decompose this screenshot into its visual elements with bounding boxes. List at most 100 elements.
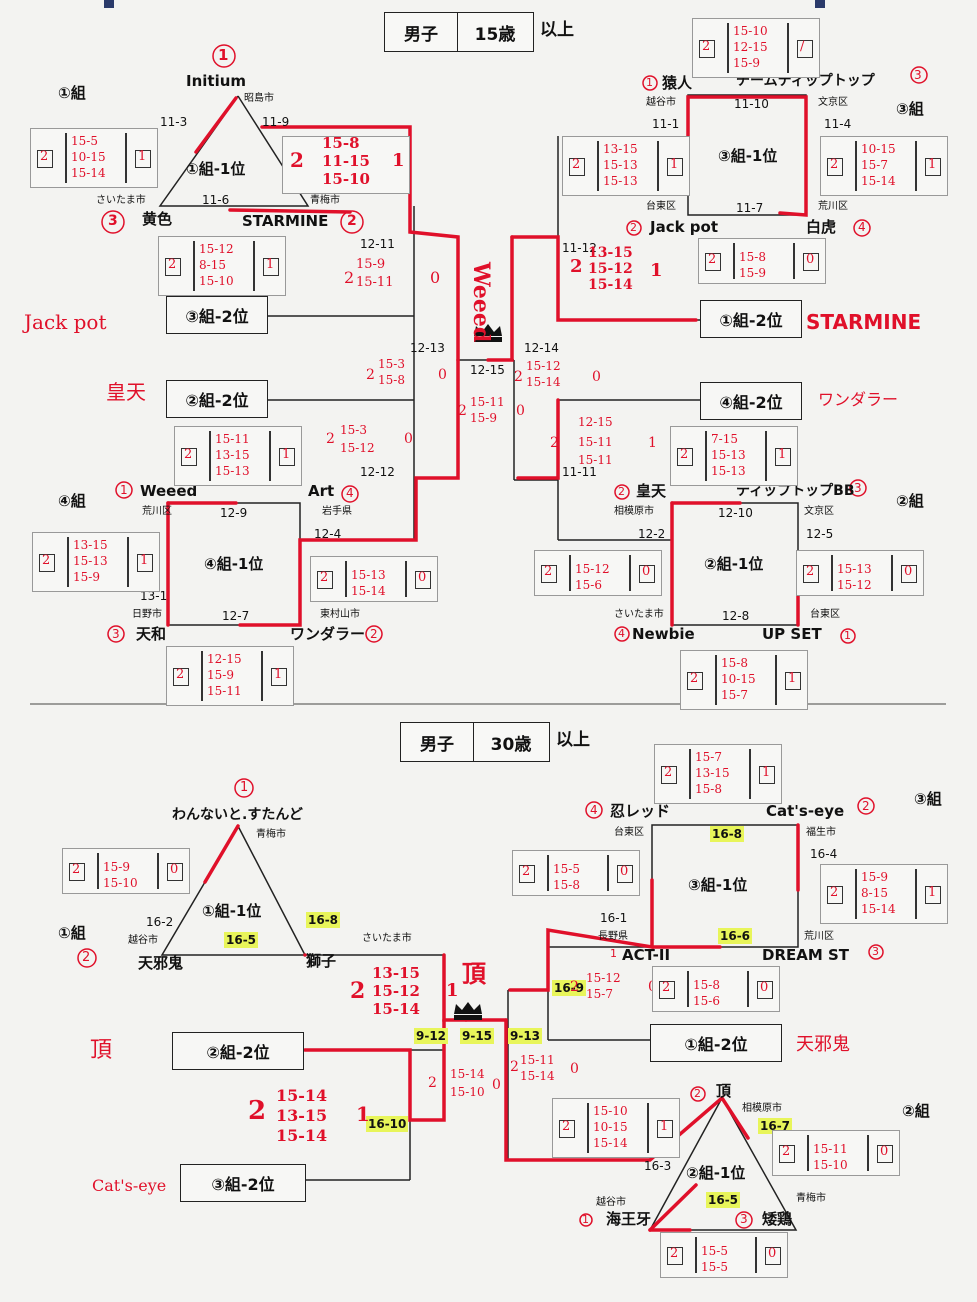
bottom-g2-team-a: 頂 bbox=[716, 1082, 732, 1100]
grid-score-cells bbox=[831, 555, 893, 591]
grid-row-value: 15-13 bbox=[73, 554, 108, 568]
grid-left-cell bbox=[317, 571, 333, 589]
top-slot-s4-note: ワンダラー bbox=[818, 390, 899, 409]
bottom-bracket-m1: 9-12 bbox=[414, 1028, 449, 1044]
bottom-g1-team-a: わんないと.すたんど bbox=[172, 807, 303, 823]
grid-row-value: 15-11 bbox=[215, 432, 250, 446]
bottom-winner: 頂 bbox=[462, 959, 486, 988]
bottom-g3-rank-b: 2 bbox=[862, 799, 870, 813]
grid-left-cell bbox=[667, 1247, 683, 1265]
top-g3-match-right: 11-4 bbox=[824, 117, 852, 131]
grid-row-value: 15-6 bbox=[693, 994, 720, 1008]
bottom-g2-match-ab: 16-3 bbox=[644, 1159, 672, 1173]
grid-right-cell bbox=[757, 981, 773, 999]
grid-row-value: 15-8 bbox=[721, 656, 748, 670]
grid-row-value: 15-9 bbox=[73, 570, 100, 584]
grid-row-value: 10-15 bbox=[721, 672, 756, 686]
bottom-g1-rank-b: 2 bbox=[82, 950, 91, 965]
grid-row-value: 15-13 bbox=[711, 464, 746, 478]
top-group-3-label: ③組 bbox=[896, 100, 924, 118]
grid-right-cell bbox=[925, 158, 941, 176]
top-group-2-label: ②組 bbox=[896, 492, 924, 510]
bottom-g1-city-b: 越谷市 bbox=[128, 935, 158, 946]
bottom-header-age: 30歳 bbox=[490, 734, 532, 755]
top-g4-rank-b: 4 bbox=[346, 486, 354, 500]
grid-right-value: 1 bbox=[928, 157, 937, 172]
bottom-g3-match-left: 16-1 bbox=[600, 911, 628, 925]
grid-row-value: 10-15 bbox=[861, 142, 896, 156]
top-g1-box-label: ①組-1位 bbox=[186, 160, 246, 178]
bottom-g2-city-a: 相模原市 bbox=[742, 1103, 782, 1114]
grid-row-value: 15-14 bbox=[861, 902, 896, 916]
top-g1-team-b: 黄色 bbox=[142, 210, 173, 228]
top-g3-team-a: 猿人 bbox=[662, 74, 693, 92]
top-g2-city-b: 文京区 bbox=[804, 506, 834, 517]
grid-row-value: 15-7 bbox=[861, 158, 888, 172]
top-g4-rank-a: 1 bbox=[120, 483, 128, 497]
bottom-slot-s2-note: Cat's-eye bbox=[92, 1176, 167, 1195]
grid-row-value: 15-8 bbox=[693, 978, 720, 992]
bottom-g2-match-bc: 16-5 bbox=[706, 1192, 741, 1208]
bottom-slot-s2: ③組-2位 bbox=[180, 1164, 306, 1202]
bottom-g3-rank-c: 1 bbox=[610, 947, 617, 960]
grid-right-value: 1 bbox=[282, 447, 291, 462]
bottom-g3-box-label: ③組-1位 bbox=[688, 876, 748, 894]
top-g4-city-c: 日野市 bbox=[132, 609, 162, 620]
grid-score-cells bbox=[209, 431, 271, 481]
grid-left-cell bbox=[687, 672, 703, 690]
grid-score-cells bbox=[67, 537, 129, 587]
grid-left-value: 2 bbox=[42, 553, 51, 568]
bottom-slot-s3: ①組-2位 bbox=[650, 1024, 782, 1062]
top-g3-city-a: 越谷市 bbox=[646, 97, 676, 108]
grid-left-value: 2 bbox=[662, 980, 671, 995]
grid-right-value: 0 bbox=[620, 864, 629, 879]
grid-left-value: 2 bbox=[572, 157, 581, 172]
top-g2-team-c: Newbie bbox=[632, 625, 695, 643]
grid-left-cell bbox=[699, 40, 715, 58]
grid-right-cell bbox=[137, 554, 153, 572]
grid-left-value: 2 bbox=[522, 864, 531, 879]
top-g3-city-d: 荒川区 bbox=[818, 201, 848, 212]
grid-left-value: 2 bbox=[544, 564, 553, 579]
bottom-g3-city-a: 台東区 bbox=[614, 827, 644, 838]
bottom-bracket-m3: 9-13 bbox=[508, 1028, 543, 1044]
grid-left-cell bbox=[541, 565, 557, 583]
grid-right-cell bbox=[657, 1120, 673, 1138]
top-g4-city-a: 荒川区 bbox=[142, 506, 172, 517]
grid-right-value: 1 bbox=[660, 1119, 669, 1134]
top-header-age: 15歳 bbox=[474, 24, 516, 45]
top-group-4-label: ④組 bbox=[58, 492, 86, 510]
grid-score-cells bbox=[201, 651, 263, 701]
grid-right-cell bbox=[775, 448, 791, 466]
top-g1-city-c: 青梅市 bbox=[310, 195, 340, 206]
grid-score-cells bbox=[65, 133, 127, 183]
bottom-g3-city-c: 長野県 bbox=[598, 931, 628, 942]
top-slot-s3: ①組-2位 bbox=[700, 300, 802, 338]
grid-right-cell bbox=[803, 253, 819, 271]
top-g1-score-row-2: 11-15 bbox=[322, 152, 370, 170]
grid-row-value: 15-14 bbox=[861, 174, 896, 188]
top-g4-city-d: 東村山市 bbox=[320, 609, 360, 620]
grid-left-value: 2 bbox=[562, 1119, 571, 1134]
grid-right-value: 0 bbox=[806, 252, 815, 267]
grid-right-value: 1 bbox=[140, 553, 149, 568]
grid-row-value: 15-10 bbox=[593, 1104, 628, 1118]
top-g2-city-d: 台東区 bbox=[810, 609, 840, 620]
grid-score-cells bbox=[597, 141, 659, 191]
grid-right-value: 1 bbox=[138, 149, 147, 164]
grid-row-value: 15-11 bbox=[813, 1142, 848, 1156]
top-slot-s2: ②組-2位 bbox=[166, 380, 268, 418]
grid-row-value: 13-15 bbox=[603, 142, 638, 156]
top-bracket-m5: 11-12 bbox=[562, 241, 597, 255]
top-g4-rank-d: 2 bbox=[370, 627, 378, 641]
bottom-header-suffix: 以上 bbox=[556, 730, 590, 750]
grid-row-value: 15-6 bbox=[575, 578, 602, 592]
